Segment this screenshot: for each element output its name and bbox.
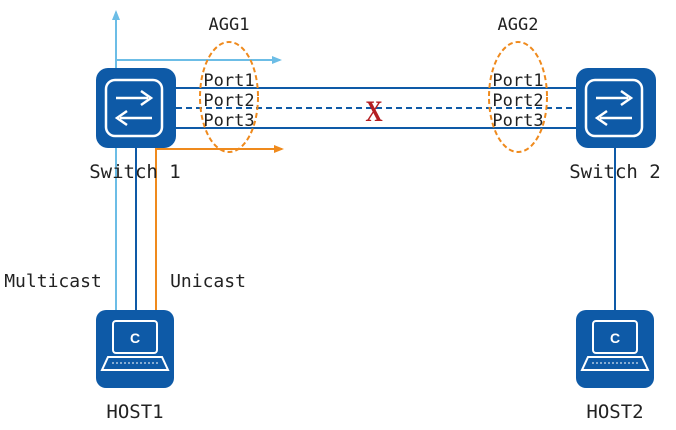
agg1-port2-label: Port2 (203, 91, 254, 111)
multicast-label: Multicast (4, 271, 102, 292)
agg2-port3-label: Port3 (492, 111, 543, 131)
host2-label: HOST2 (586, 401, 643, 423)
host1-screen-glyph: C (130, 330, 140, 346)
link-failure-icon: X (365, 94, 383, 127)
host1-label: HOST1 (106, 401, 163, 423)
unicast-label: Unicast (170, 271, 246, 292)
switch1-label: Switch 1 (89, 161, 181, 183)
agg1-ellipse (199, 41, 259, 153)
agg1-label: AGG1 (209, 15, 250, 35)
host2-screen-glyph: C (610, 330, 620, 346)
agg2-port1-label: Port1 (492, 71, 543, 91)
agg1-port3-label: Port3 (203, 111, 254, 131)
switch2-label: Switch 2 (569, 161, 661, 183)
switch2-switch-icon (576, 68, 656, 148)
switch1-switch-icon (96, 68, 176, 148)
agg2-label: AGG2 (498, 15, 539, 35)
agg2-port2-label: Port2 (492, 91, 543, 111)
agg1-port1-label: Port1 (203, 71, 254, 91)
agg2-ellipse (488, 41, 548, 153)
host1-laptop-icon: C (96, 310, 174, 388)
host2-laptop-icon: C (576, 310, 654, 388)
